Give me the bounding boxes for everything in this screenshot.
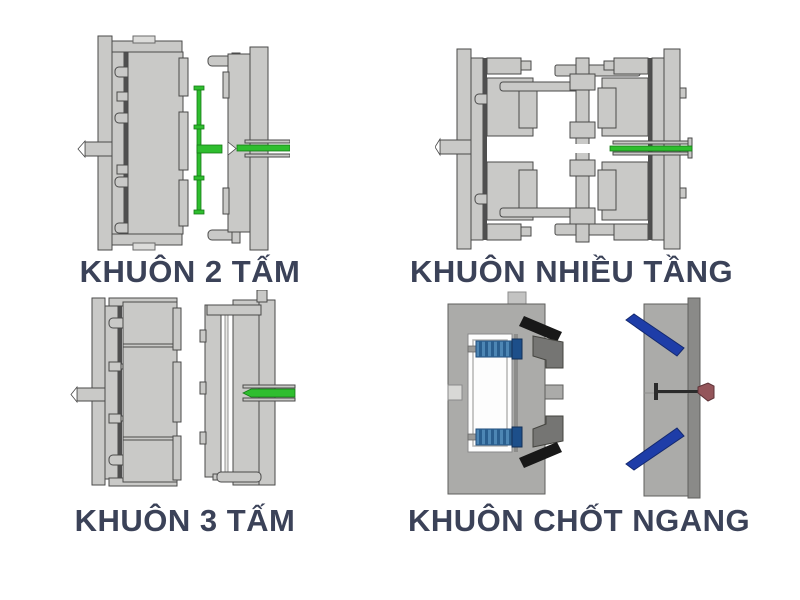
pin-tip	[697, 382, 715, 402]
wedge-black-top	[519, 316, 562, 342]
three-plate-mold-diagram	[70, 290, 296, 487]
angled-pin-bottom	[625, 427, 685, 471]
side-pin-mold-diagram	[447, 291, 715, 499]
sprue-green	[609, 145, 693, 152]
fixed-half	[206, 290, 296, 486]
guide-pin	[224, 304, 229, 478]
caption-stack-mold: KHUÔN NHIỀU TẦNG	[410, 254, 734, 289]
left-tier	[474, 57, 538, 241]
center-section	[569, 57, 596, 243]
slide-unit	[447, 291, 564, 495]
moving-half	[77, 35, 189, 251]
angled-pin-plate	[625, 297, 715, 499]
threaded-screw-top	[467, 338, 523, 360]
caption-three-plate-mold: KHUÔN 3 TẤM	[74, 503, 296, 538]
sprue-green	[236, 144, 290, 152]
left-platen	[435, 48, 487, 250]
caption-two-plate-mold: KHUÔN 2 TẤM	[79, 254, 301, 289]
wedge-black-bottom	[519, 442, 562, 468]
caption-side-pin-mold: KHUÔN CHỐT NGANG	[408, 503, 751, 538]
runner-system	[193, 85, 290, 215]
moving-half	[70, 297, 182, 487]
fixed-half	[207, 46, 290, 251]
stack-mold-diagram	[435, 48, 693, 250]
horizontal-pin	[656, 390, 698, 393]
center-sprue	[609, 137, 693, 159]
two-plate-mold-diagram	[77, 35, 290, 251]
angled-pin-top	[625, 313, 685, 357]
threaded-screw-bottom	[467, 426, 523, 448]
stripper-plate	[199, 304, 222, 478]
sprue-green	[242, 388, 296, 398]
